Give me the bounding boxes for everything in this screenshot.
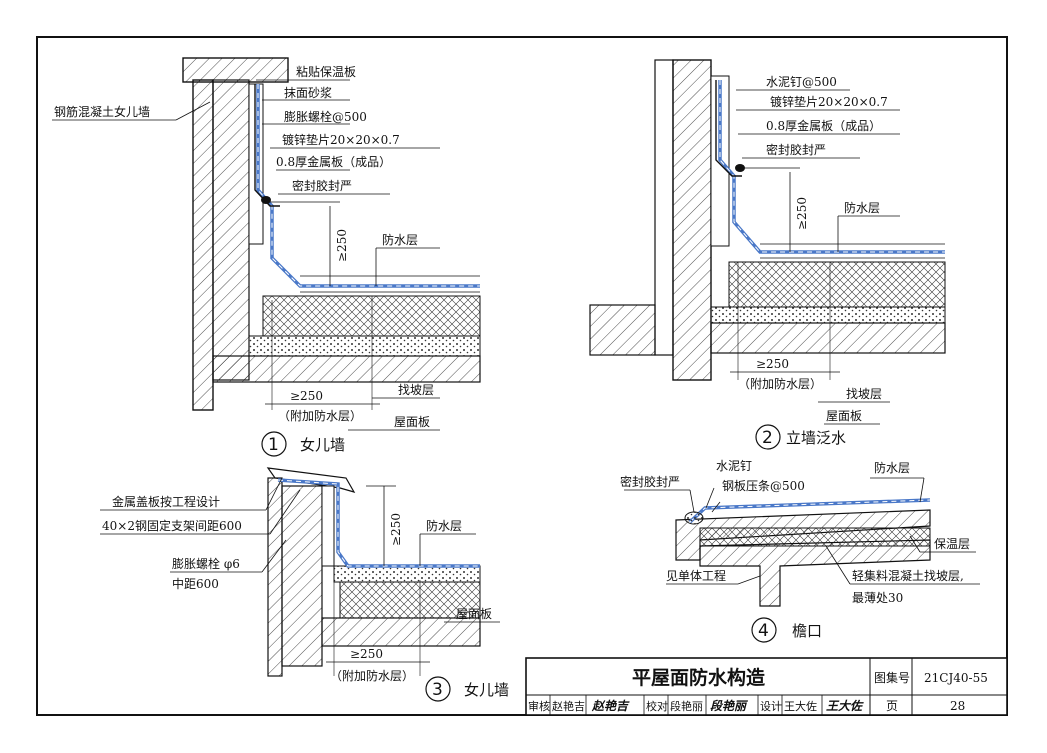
d3-title: 女儿墙 [464,681,509,699]
d1-slab-label: 屋面板 [394,415,430,429]
d4-title: 檐口 [792,622,822,640]
d2-width-dim: ≥250 [756,357,789,371]
d4-thin-label: 最薄处30 [852,590,903,605]
reviewer-name: 赵艳吉 [552,699,585,713]
d4-number: 4 [758,621,769,641]
d2-nail-label: 水泥钉@500 [766,75,837,89]
d3-additional-label: （附加防水层） [330,668,414,683]
d1-width-dim: ≥250 [290,389,323,403]
sheet-frame [36,36,1008,716]
d4-nail-label: 水泥钉 [716,459,752,473]
d4-number-circle [751,617,777,643]
d1-waterproof-label: 防水层 [382,232,418,247]
d1-number: 1 [268,435,279,455]
page-label: 页 [886,699,898,713]
d3-cap-label: 金属盖板按工程设计 [112,494,220,509]
d4-waterproof-label: 防水层 [874,460,910,475]
designer-name: 王大佐 [784,699,817,713]
d4-insulation-label: 保温层 [934,537,970,551]
d3-slab-label: 屋面板 [456,607,492,621]
d3-waterproof-label: 防水层 [426,518,462,533]
d3-bolt-label: 膨胀螺栓 φ6 [172,556,240,571]
atlas-label: 图集号 [874,670,910,685]
d2-washer-label: 镀锌垫片20×20×0.7 [770,94,888,109]
detail-2 [589,59,946,425]
d3-height-dim: ≥250 [389,513,403,546]
review-label: 审核 [528,699,550,713]
detail-4 [624,477,980,607]
d3-number-circle [425,676,451,702]
check-label: 校对 [646,699,668,713]
reviewer-signature: 赵艳吉 [591,699,630,713]
d2-metal-label: 0.8厚金属板（成品） [766,118,881,133]
d1-additional-label: （附加防水层） [278,408,362,423]
designer-signature: 王大佐 [826,699,864,713]
d4-slope-label: 轻集料混凝土找坡层, [852,568,964,583]
d1-sealant-label: 密封胶封严 [292,178,352,193]
d4-sealant-label: 密封胶封严 [620,474,680,489]
atlas-number: 21CJ40-55 [924,671,988,685]
d1-slope-label: 找坡层 [398,383,434,397]
d1-bolt-label: 膨胀螺栓@500 [284,109,367,124]
d1-wall-label: 钢筋混凝土女儿墙 [54,104,150,119]
d2-sealant-label: 密封胶封严 [766,142,826,157]
d1-number-circle [261,431,287,457]
d4-strip-label: 钢板压条@500 [722,479,805,493]
sheet-title: 平屋面防水构造 [632,666,766,689]
title-block [525,657,1008,716]
d2-additional-label: （附加防水层） [738,376,822,391]
d1-washer-label: 镀锌垫片20×20×0.7 [282,132,400,147]
d3-spacing-label: 中距600 [172,576,219,591]
d3-number: 3 [432,680,443,700]
d4-unit-label: 见单体工程 [666,568,726,583]
d3-width-dim: ≥250 [350,647,383,661]
d2-slope-label: 找坡层 [846,387,882,401]
d2-title: 立墙泛水 [786,429,846,447]
d1-height-dim: ≥250 [335,229,349,262]
design-label: 设计 [760,700,782,713]
d2-number-circle [755,424,781,450]
page-number: 28 [950,699,965,713]
d1-title: 女儿墙 [300,436,345,454]
d2-waterproof-label: 防水层 [844,200,880,215]
d3-bracket-label: 40×2钢固定支架间距600 [102,518,242,533]
detail-1 [52,57,481,431]
d2-number: 2 [762,428,773,448]
checker-name: 段艳丽 [670,699,703,713]
d1-metal-label: 0.8厚金属板（成品） [276,154,391,169]
detail-3 [100,467,500,677]
checker-signature: 段艳丽 [710,699,749,713]
d2-slab-label: 屋面板 [826,409,862,423]
d1-insul-board-label: 粘贴保温板 [296,64,356,79]
d1-mortar-label: 抹面砂浆 [284,85,332,100]
d2-height-dim: ≥250 [795,197,809,230]
